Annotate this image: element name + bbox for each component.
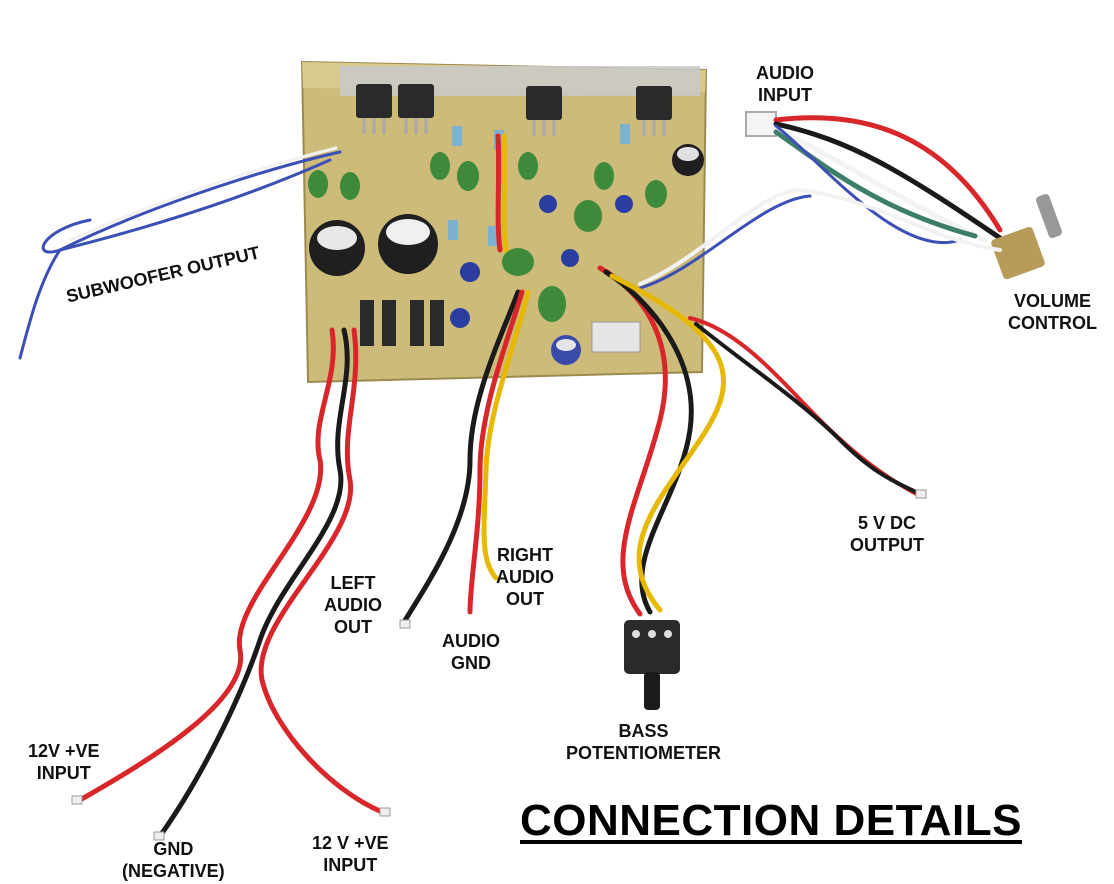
five-v-dc-output-label: 5 V DC OUTPUT bbox=[850, 512, 924, 556]
small-components bbox=[360, 124, 641, 353]
right-audio-out-line2: AUDIO bbox=[496, 567, 554, 587]
bass-potentiometer-label: BASS POTENTIOMETER bbox=[566, 720, 721, 764]
right-audio-out-line3: OUT bbox=[506, 589, 544, 609]
five-v-dc-line2: OUTPUT bbox=[850, 535, 924, 555]
volume-potentiometer bbox=[991, 194, 1062, 280]
volume-cable bbox=[638, 187, 1002, 290]
audio-input-line1: AUDIO bbox=[756, 63, 814, 83]
bass-pot-line1: BASS bbox=[618, 721, 669, 741]
audio-gnd-line2: GND bbox=[451, 653, 491, 673]
bass-pot-wires bbox=[597, 265, 726, 617]
audio-gnd-line1: AUDIO bbox=[442, 631, 500, 651]
audio-gnd-label: AUDIO GND bbox=[442, 630, 500, 674]
bass-pot-line2: POTENTIOMETER bbox=[566, 743, 722, 763]
twelve-v-input-right-label: 12 V +VE INPUT bbox=[312, 832, 389, 876]
power-input-wires bbox=[77, 327, 385, 839]
twelve-v-left-line1: 12V +VE bbox=[28, 741, 100, 761]
bass-potentiometer bbox=[624, 620, 680, 710]
gnd-negative-line1: GND bbox=[153, 839, 194, 859]
electrolytic-capacitors bbox=[309, 144, 704, 365]
twelve-v-right-line1: 12 V +VE bbox=[312, 833, 389, 853]
right-audio-out-label: RIGHT AUDIO OUT bbox=[496, 544, 554, 610]
wire-terminals bbox=[71, 489, 927, 841]
volume-control-label: VOLUME CONTROL bbox=[1008, 290, 1097, 334]
audio-input-line2: INPUT bbox=[758, 85, 812, 105]
gnd-negative-line2: (NEGATIVE) bbox=[122, 861, 225, 881]
five-v-dc-line1: 5 V DC bbox=[857, 513, 917, 533]
right-audio-out-line1: RIGHT bbox=[497, 545, 553, 565]
subwoofer-output-wires bbox=[18, 146, 342, 360]
twelve-v-left-line2: INPUT bbox=[36, 763, 91, 783]
left-audio-out-label: LEFT AUDIO OUT bbox=[324, 572, 382, 638]
audio-output-wires bbox=[401, 133, 531, 625]
ic-regulators bbox=[356, 84, 672, 136]
left-audio-out-line1: LEFT bbox=[330, 573, 376, 593]
gnd-negative-label: GND (NEGATIVE) bbox=[122, 838, 225, 882]
twelve-v-right-line2: INPUT bbox=[323, 855, 378, 875]
connection-details-title: CONNECTION DETAILS bbox=[520, 796, 1022, 845]
left-audio-out-line3: OUT bbox=[334, 617, 372, 637]
audio-input-label: AUDIO INPUT bbox=[756, 62, 814, 106]
twelve-v-input-left-label: 12V +VE INPUT bbox=[28, 740, 100, 784]
film-capacitors bbox=[308, 152, 667, 322]
volume-control-line1: VOLUME bbox=[1013, 291, 1091, 311]
left-audio-out-line2: AUDIO bbox=[324, 595, 382, 615]
volume-control-line2: CONTROL bbox=[1008, 313, 1097, 333]
audio-input-wires bbox=[745, 111, 1003, 244]
five-v-output-wires bbox=[688, 316, 922, 498]
